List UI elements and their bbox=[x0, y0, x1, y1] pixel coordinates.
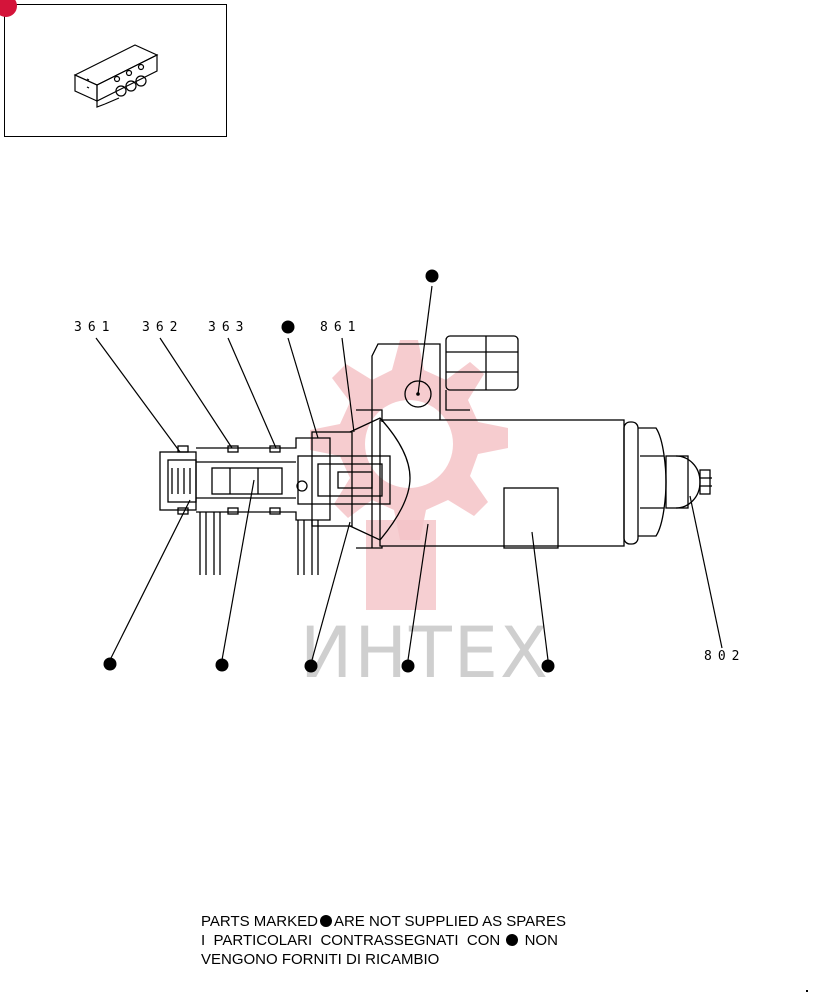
note-line1-end: ARE NOT SUPPLIED AS SPARES bbox=[333, 913, 566, 930]
corner-mark bbox=[806, 990, 808, 992]
spares-note: PARTS MARKED ARE NOT SUPPLIED AS SPARES I… bbox=[201, 912, 566, 969]
leader-connector bbox=[417, 285, 433, 395]
leader-dot-d bbox=[311, 521, 351, 661]
note-line2-start: I PARTICOLARI CONTRASSEGNATI CON bbox=[201, 932, 501, 949]
leader-361 bbox=[95, 337, 181, 453]
valve-block-thumbnail-icon bbox=[73, 44, 159, 108]
callout-dot-coil bbox=[401, 659, 415, 673]
callout-dot-spool bbox=[215, 658, 229, 672]
note-line3: VENGONO FORNITI DI RICAMBIO bbox=[201, 951, 440, 968]
thumbnail-frame[interactable] bbox=[0, 0, 227, 137]
leader-802 bbox=[689, 495, 723, 649]
leader-363 bbox=[227, 337, 277, 449]
part-label-861: 861 bbox=[320, 320, 362, 335]
bullet-dot-icon bbox=[319, 915, 332, 927]
page-badge-icon bbox=[0, 0, 17, 17]
leader-dot-c bbox=[221, 479, 255, 661]
watermark-text: ИНТЕХ bbox=[300, 612, 550, 694]
leader-362 bbox=[159, 337, 233, 449]
part-label-802: 802 bbox=[704, 649, 746, 664]
callout-dot-tip bbox=[103, 657, 117, 671]
callout-dot-connector bbox=[425, 269, 439, 283]
leader-dot-f bbox=[531, 531, 549, 661]
part-label-361: 361 bbox=[74, 320, 116, 335]
callout-dot-seal bbox=[281, 320, 295, 334]
callout-dot-label bbox=[541, 659, 555, 673]
part-label-362: 362 bbox=[142, 320, 184, 335]
part-label-363: 363 bbox=[208, 320, 250, 335]
leader-dot-b bbox=[109, 499, 191, 661]
callout-dot-oring bbox=[304, 659, 318, 673]
note-line1-start: PARTS MARKED bbox=[201, 913, 318, 930]
leader-dot-e bbox=[407, 523, 429, 661]
leader-861 bbox=[341, 337, 355, 433]
leader-dot-a bbox=[287, 337, 319, 439]
note-line2-end: NON bbox=[524, 932, 558, 949]
bullet-dot-icon bbox=[506, 934, 519, 946]
